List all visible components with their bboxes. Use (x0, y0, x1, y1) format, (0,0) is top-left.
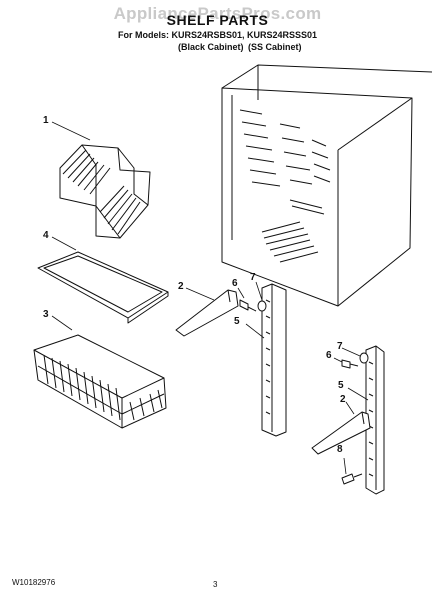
watermark: AppliancePartsPros.com (113, 4, 322, 23)
callout-2-left: 2 (178, 281, 184, 292)
page-title: SHELF PARTS (166, 12, 269, 28)
part-6-screw-right (341, 359, 359, 369)
callout-1: 1 (43, 115, 49, 126)
page-number: 3 (213, 580, 218, 589)
part-2-bracket-left (175, 289, 239, 337)
cabinet-illustration (221, 64, 433, 307)
part-4-glass-shelf (37, 251, 169, 324)
callout-5-left: 5 (234, 316, 240, 327)
part-6-screw-left (239, 299, 257, 312)
callout-4: 4 (43, 230, 49, 241)
callout-7-left: 7 (250, 272, 256, 283)
part-3-wire-basket (33, 334, 167, 429)
cabinet-ss-label: (SS Cabinet) (248, 42, 302, 52)
callout-6-left: 6 (232, 278, 238, 289)
models-subtitle: For Models: KURS24RSBS01, KURS24RSSS01 (117, 30, 318, 40)
document-number: W10182976 (12, 578, 56, 587)
callout-5-right: 5 (338, 380, 344, 391)
callout-2-right: 2 (340, 394, 346, 405)
part-5-rail-right (365, 345, 385, 495)
part-8-screw (341, 473, 363, 485)
part-5-rail-left (261, 283, 287, 437)
part-1-wire-shelf (59, 144, 151, 239)
callout-3: 3 (43, 309, 49, 320)
leader-lines (51, 121, 369, 475)
part-7-washer-left (257, 300, 267, 312)
cabinet-black-label: (Black Cabinet) (178, 42, 244, 52)
callout-6-right: 6 (326, 350, 332, 361)
callout-8: 8 (337, 444, 343, 455)
callout-7-right: 7 (337, 341, 343, 352)
part-7-washer-right (359, 352, 369, 364)
part-2-bracket-right (311, 411, 371, 455)
